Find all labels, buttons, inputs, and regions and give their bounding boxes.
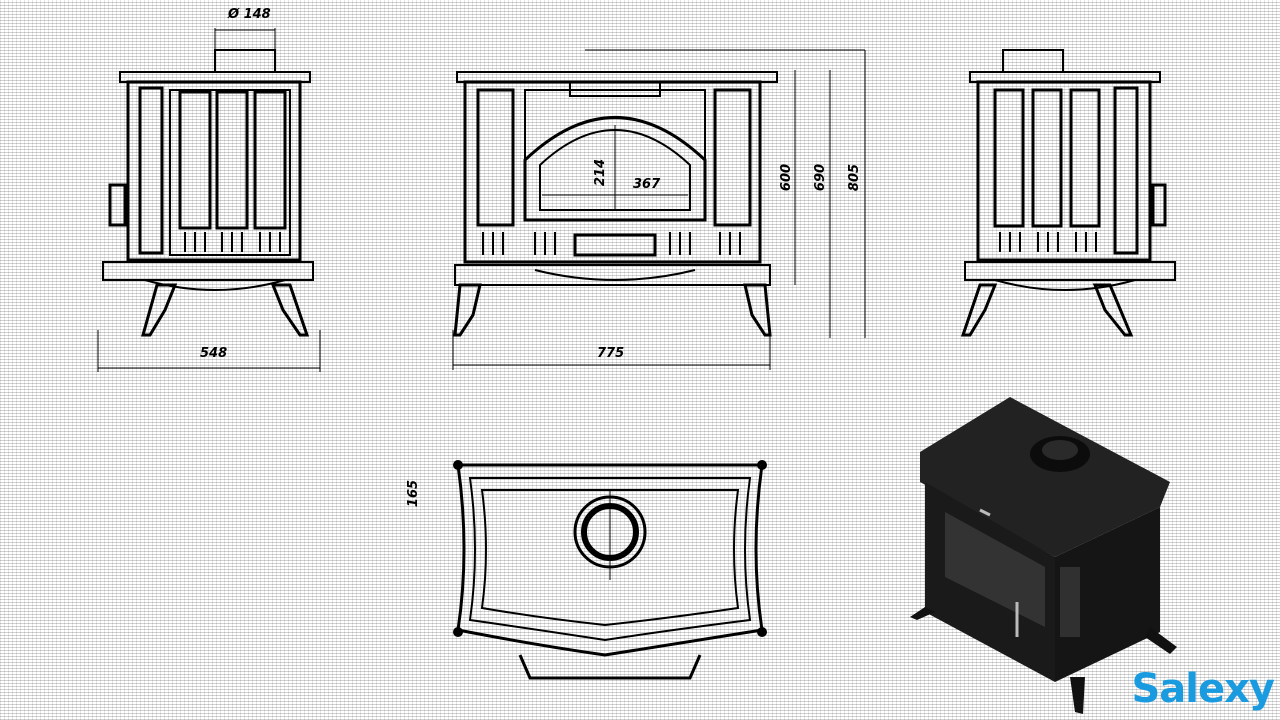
top-view: 165 — [406, 450, 780, 690]
window-width-label: 367 — [633, 177, 661, 192]
3d-product-render — [905, 392, 1190, 717]
salexy-watermark: Salexy — [1131, 666, 1275, 712]
front-view: 214 367 600 690 805 775 — [445, 40, 885, 380]
height-3-label: 805 — [847, 163, 863, 192]
right-side-view — [945, 40, 1185, 350]
front-drawing — [452, 49, 866, 370]
height-2-label: 690 — [813, 163, 829, 192]
left-side-view: Ø 148 548 — [95, 0, 335, 380]
stove-render — [910, 397, 1177, 714]
top-drawing — [453, 460, 767, 680]
flue-diameter-label: Ø 148 — [228, 7, 271, 22]
width-label: 775 — [597, 346, 625, 361]
right-side-drawing — [960, 49, 1176, 337]
left-side-drawing — [97, 28, 321, 372]
depth-label: 548 — [200, 346, 228, 361]
window-height-label: 214 — [593, 158, 609, 187]
flue-offset-label: 165 — [406, 479, 422, 508]
height-1-label: 600 — [779, 163, 795, 192]
